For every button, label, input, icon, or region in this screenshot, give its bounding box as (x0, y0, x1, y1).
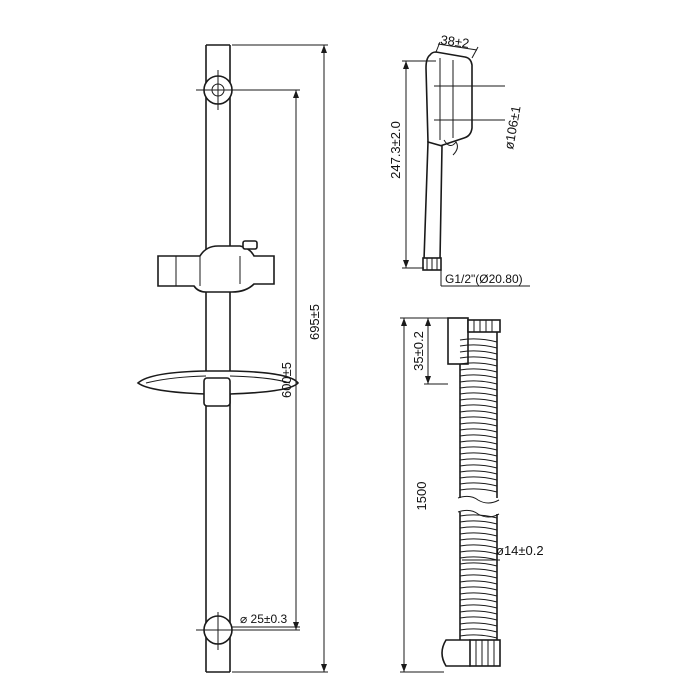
rail-dimension-lines (232, 44, 328, 673)
hose-coil (459, 520, 498, 525)
bracket-spacing-label: 600±5 (279, 362, 294, 398)
hose-coil (459, 368, 498, 373)
hose-coil (459, 604, 498, 609)
hose-coil (459, 434, 498, 439)
hose-coil (459, 598, 498, 603)
hose-diameter-label: ø14±0.2 (496, 543, 544, 558)
hose-coil (459, 550, 498, 555)
hose-coil (459, 482, 498, 487)
hose-coil (459, 488, 498, 493)
hose-coil (459, 532, 498, 537)
hose-coil (459, 380, 498, 385)
rail-length-label: 695±5 (307, 304, 322, 340)
hose-length-label: 1500 (414, 482, 429, 511)
hose-coil (459, 634, 498, 639)
hose-coil (459, 592, 498, 597)
hose-coil (459, 440, 498, 445)
hose-coil (459, 392, 498, 397)
hose-coils (459, 338, 498, 639)
hose-coil (459, 556, 498, 561)
hose-coil (459, 404, 498, 409)
hose-coil (459, 628, 498, 633)
hose-coil (459, 526, 498, 531)
hand-shower (422, 51, 473, 271)
hose-coil (459, 350, 498, 355)
hose-coil (459, 416, 498, 421)
shower-hose (441, 317, 501, 667)
head-diameter-label: ø106±1 (501, 105, 523, 151)
hose-nut-length-label: 35±0.2 (411, 331, 426, 371)
slide-rail (205, 44, 231, 673)
hose-coil (459, 344, 498, 349)
hose-coil (459, 610, 498, 615)
hose-coil (459, 422, 498, 427)
hose-coil (459, 464, 498, 469)
head-width-label: 38±2 (440, 32, 471, 51)
hose-coil (459, 514, 498, 519)
hose-coil (459, 574, 498, 579)
hose-coil (459, 362, 498, 367)
hose-coil (459, 544, 498, 549)
hose-coil (459, 538, 498, 543)
hose-coil (459, 338, 498, 343)
hose-coil (459, 410, 498, 415)
hose-coil (459, 586, 498, 591)
hose-coil (459, 458, 498, 463)
handshower-length-label: 247.3±2.0 (388, 121, 403, 179)
sliding-holder (157, 240, 275, 293)
hose-coil (459, 386, 498, 391)
hose-coil (459, 452, 498, 457)
thread-label: G1/2"(Ø20.80) (445, 272, 523, 286)
hose-coil (459, 562, 498, 567)
hose-coil (459, 580, 498, 585)
hose-coil (459, 446, 498, 451)
hose-coil (459, 616, 498, 621)
hose-coil (459, 568, 498, 573)
soap-dish (136, 370, 300, 407)
hose-coil (459, 470, 498, 475)
hose-coil (459, 622, 498, 627)
rail-diameter-label: ⌀ 25±0.3 (240, 612, 288, 626)
hose-dimension-lines (400, 317, 500, 673)
hose-coil (459, 398, 498, 403)
hose-coil (459, 356, 498, 361)
hose-coil (459, 476, 498, 481)
bottom-wall-bracket (196, 612, 240, 650)
hand-shower-dimension-lines (402, 41, 530, 287)
hose-coil (459, 428, 498, 433)
hose-coil (459, 374, 498, 379)
